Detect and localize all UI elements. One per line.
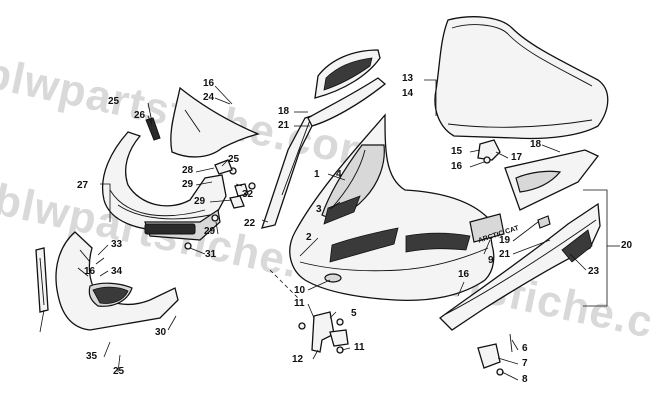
callout-label: 35 [86, 351, 98, 362]
callout-label: 22 [244, 218, 256, 229]
callout-label: 11 [354, 342, 365, 353]
callout-label: 23 [588, 266, 600, 277]
callout-label: 11 [294, 298, 305, 309]
callout-label: 21 [278, 120, 290, 131]
callout-label: 21 [499, 249, 511, 260]
leader-lines [39, 79, 620, 381]
side-panel-part [439, 202, 601, 331]
side-vent-part [504, 149, 600, 211]
callout-label: 25 [228, 154, 240, 165]
callout-label: 1 [314, 169, 320, 180]
side-strip-part [35, 247, 49, 313]
callout-label: 3 [316, 204, 322, 215]
callout-label: 33 [111, 239, 123, 250]
callout-label: 18 [278, 106, 290, 117]
callout-label: 28 [182, 165, 194, 176]
callout-label: 19 [499, 235, 511, 246]
callout-label: 16 [84, 266, 96, 277]
callout-label: 16 [203, 78, 215, 89]
callout-label: 34 [111, 266, 123, 277]
callout-label: 32 [242, 189, 254, 200]
lower-nose-panel-part [55, 231, 179, 331]
mounting-bracket-part [298, 311, 349, 354]
callout-label: 29 [204, 226, 216, 237]
belly-pan-part [102, 131, 227, 241]
callout-label: 6 [522, 343, 528, 354]
callout-label: 27 [77, 180, 89, 191]
callout-label: 5 [351, 308, 357, 319]
callout-label: 15 [451, 146, 463, 157]
callout-label: 31 [205, 249, 217, 260]
callout-label: 2 [306, 232, 312, 243]
callout-label: 24 [203, 92, 215, 103]
callout-label: 16 [451, 161, 463, 172]
callout-label: 4 [336, 169, 342, 180]
callout-label: 30 [155, 327, 167, 338]
callout-label: 29 [194, 196, 206, 207]
callout-label: 29 [182, 179, 194, 190]
callout-label: 7 [522, 358, 528, 369]
callout-label: 20 [621, 240, 633, 251]
hood-part [289, 113, 505, 302]
callout-label: 10 [294, 285, 306, 296]
callout-label: 9 [488, 255, 494, 266]
callout-label: 16 [458, 269, 470, 280]
screw-and-clip-parts [477, 333, 513, 376]
callout-label: 26 [134, 110, 146, 121]
callout-label: 13 [402, 73, 414, 84]
fastener-part [145, 117, 161, 141]
callout-label: 14 [402, 88, 414, 99]
front-bezel-part [170, 86, 261, 158]
windshield-part [434, 16, 609, 140]
windshield-bracket-part [477, 139, 501, 164]
callout-label: 25 [108, 96, 120, 107]
callout-label: 25 [113, 366, 125, 377]
top-vent-part [307, 49, 387, 127]
callout-label: 12 [292, 354, 304, 365]
callout-label: 17 [511, 152, 523, 163]
hardware-parts [184, 159, 256, 250]
callout-label: 8 [522, 374, 528, 385]
callout-label: 18 [530, 139, 542, 150]
